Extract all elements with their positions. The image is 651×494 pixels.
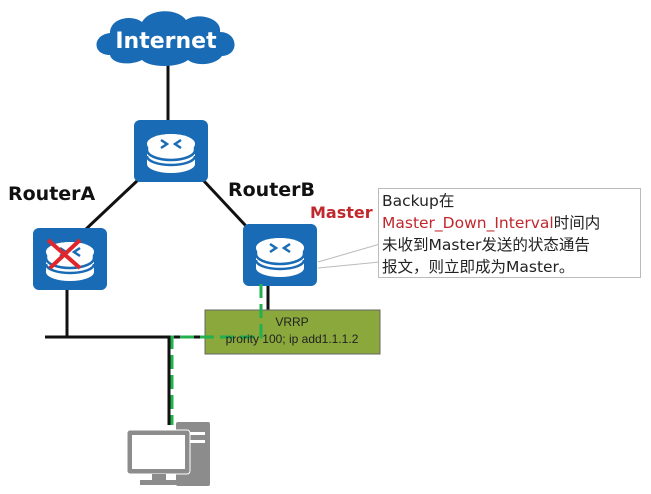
routerb-label: RouterB — [228, 179, 315, 201]
callout-line-2-rest: 时间内 — [553, 214, 601, 232]
pc-icon — [126, 422, 210, 486]
vrrp-box: VRRP — [204, 309, 381, 355]
vrrp-config: prority 100; ip add1.1.1.2 — [226, 332, 359, 346]
routerb-icon — [241, 222, 319, 288]
internet-cloud-icon: Internet — [96, 11, 235, 66]
master-down-interval-term: Master_Down_Interval — [382, 214, 554, 232]
callout-line-3: 未收到Master发送的状态通告 — [382, 236, 590, 254]
master-role-label: Master — [310, 203, 373, 222]
failure-x-icon — [46, 238, 82, 270]
link-core-routera — [83, 178, 140, 232]
callout-line-1: Backup在 — [382, 192, 455, 210]
callout-pointer — [317, 243, 381, 269]
core-router-icon — [132, 118, 210, 184]
routera-label: RouterA — [8, 183, 96, 205]
internet-label: Internet — [115, 29, 217, 54]
callout-line-2: Master_Down_Interval时间内 — [382, 212, 637, 234]
vrrp-title: VRRP — [275, 315, 308, 329]
callout-line-4: 报文，则立即成为Master。 — [382, 258, 575, 276]
link-core-routerb — [201, 178, 248, 228]
traffic-path — [170, 284, 263, 425]
callout-box: Backup在 Master_Down_Interval时间内 未收到Maste… — [378, 188, 641, 278]
